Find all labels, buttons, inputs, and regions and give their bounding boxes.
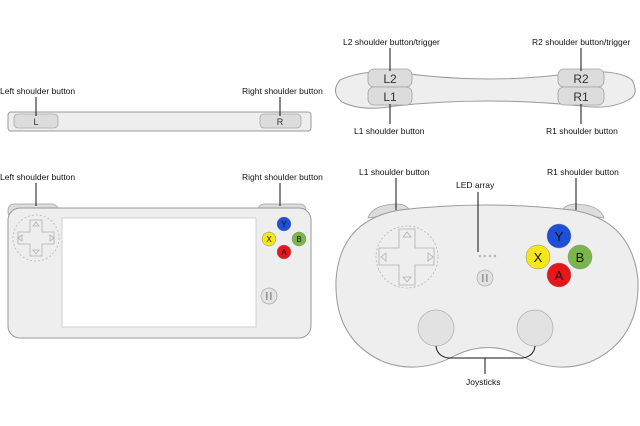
- l1-label: L1: [383, 90, 397, 104]
- handheld-dpad: [12, 214, 60, 262]
- gamepad-x-label: X: [534, 250, 543, 265]
- handheld-screen: [61, 217, 257, 328]
- gamepad-pause-icon: [476, 269, 494, 287]
- gamepad-top-view: L2 L1 R2 R1 L2 shoulder button/trigger R…: [335, 37, 636, 136]
- gamepad-dpad: [375, 225, 439, 289]
- gamepad-b-label: B: [576, 250, 585, 265]
- label-right-shoulder: Right shoulder button: [242, 172, 323, 182]
- l2-label: L2: [383, 72, 397, 86]
- handheld-front-view: Y X B A Left shoulder button Right shoul…: [0, 172, 323, 339]
- label-r1: R1 shoulder button: [547, 167, 619, 177]
- led-array: [478, 254, 497, 258]
- handheld-b-button: [291, 231, 307, 247]
- left-shoulder-button-label: L: [33, 117, 38, 127]
- handheld-b-label: B: [296, 235, 301, 244]
- handheld-a-button: [276, 244, 292, 260]
- label-joysticks: Joysticks: [466, 377, 500, 387]
- handheld-x-button: [261, 231, 277, 247]
- right-shoulder-button-label: R: [277, 117, 284, 127]
- gamepad-front-view: Y X B A Joysticks L1 shoulder button R1 …: [335, 167, 639, 387]
- gamepad-a-button: [546, 262, 572, 288]
- label-l1-top: L1 shoulder button: [354, 126, 425, 136]
- label-r1-top: R1 shoulder button: [546, 126, 618, 136]
- handheld-y-label: Y: [281, 220, 287, 229]
- handheld-x-label: X: [266, 235, 272, 244]
- label-l2: L2 shoulder button/trigger: [343, 37, 440, 47]
- label-left-shoulder-thin: Left shoulder button: [0, 86, 75, 96]
- r2-label: R2: [573, 72, 589, 86]
- gamepad-y-label: Y: [555, 229, 564, 244]
- label-left-shoulder: Left shoulder button: [0, 172, 75, 182]
- handheld-y-button: [276, 216, 292, 232]
- label-right-shoulder-thin: Right shoulder button: [242, 86, 323, 96]
- handheld-pause-icon: [260, 287, 278, 305]
- right-joystick: [516, 309, 554, 347]
- left-joystick: [417, 309, 455, 347]
- gamepad-a-label: A: [555, 268, 564, 283]
- label-l1: L1 shoulder button: [359, 167, 430, 177]
- gamepad-x-button: [525, 244, 551, 270]
- gamepad-y-button: [546, 223, 572, 249]
- handheld-top-view: L R Left shoulder button Right shoulder …: [0, 86, 323, 132]
- r1-label: R1: [573, 90, 589, 104]
- label-led-array: LED array: [456, 180, 495, 190]
- handheld-top-body: [7, 111, 312, 132]
- gamepad-b-button: [567, 244, 593, 270]
- label-r2: R2 shoulder button/trigger: [532, 37, 630, 47]
- handheld-a-label: A: [281, 248, 287, 257]
